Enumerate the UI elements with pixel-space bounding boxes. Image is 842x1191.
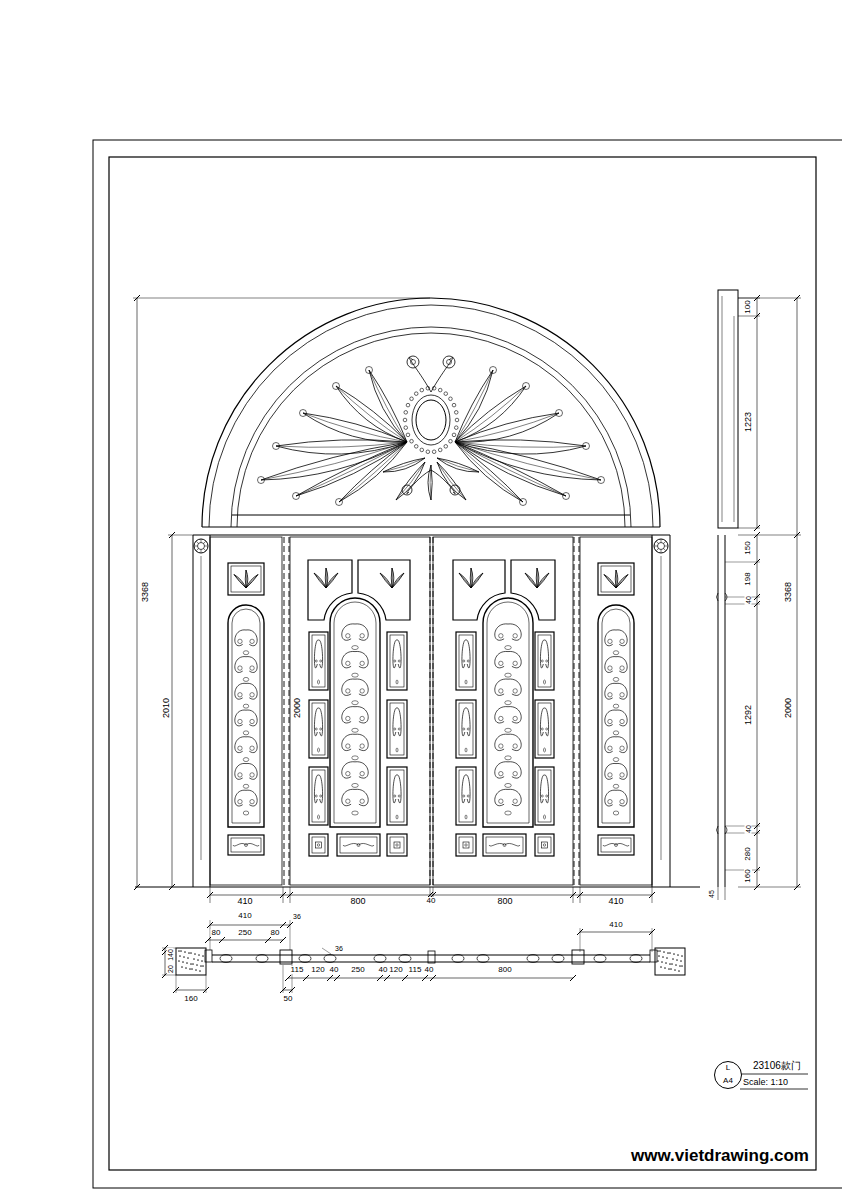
dimension-label: 250 <box>350 966 365 974</box>
dimension-label: 2000 <box>784 697 793 719</box>
dimension-label: 36 <box>334 945 344 952</box>
dimension-label: 120 <box>310 966 325 974</box>
dimension-label: 20 <box>167 964 174 974</box>
dimension-label: 410 <box>608 921 623 929</box>
dimension-label: 250 <box>237 929 252 937</box>
dimension-label: 1223 <box>744 411 753 433</box>
dimension-label: 410 <box>236 897 253 906</box>
watermark: www.vietdrawing.com <box>630 1147 810 1164</box>
dimension-label: 800 <box>497 966 512 974</box>
dimension-label: 198 <box>744 571 752 586</box>
dimension-label: 40 <box>378 966 389 974</box>
dimension-label: 160 <box>183 995 198 1003</box>
dimension-label: 40 <box>424 966 435 974</box>
dimension-label: 50 <box>283 995 294 1003</box>
drawing-title: 23106款门 <box>752 1061 802 1071</box>
dimension-label: 115 <box>290 966 305 974</box>
dimension-label: 800 <box>496 897 513 906</box>
dimension-label: 1292 <box>744 704 753 726</box>
dimension-label: 40 <box>745 595 752 605</box>
line-work <box>93 140 842 1188</box>
dimension-label: 40 <box>745 824 752 834</box>
dimension-label: 280 <box>744 846 752 861</box>
dimension-label: 150 <box>744 540 752 555</box>
dimension-label: 120 <box>388 966 403 974</box>
dimension-label: 410 <box>237 912 252 920</box>
scale-note: Scale: 1:10 <box>742 1078 789 1087</box>
dimension-label: 140 <box>167 948 174 962</box>
sheet-ref: L <box>726 1064 730 1073</box>
dimension-label: 800 <box>349 897 366 906</box>
dimension-label: 3368 <box>141 581 150 603</box>
dimension-label: 100 <box>744 299 752 314</box>
dimension-label: 80 <box>211 929 222 937</box>
dimension-label: 45 <box>708 889 715 899</box>
dimension-label: 115 <box>408 966 423 974</box>
dimension-label: 40 <box>329 966 340 974</box>
dimension-label: 2000 <box>293 697 302 719</box>
title-circle: L A4 <box>714 1061 742 1089</box>
dimension-label: 410 <box>607 897 624 906</box>
dimension-label: 36 <box>292 913 302 920</box>
sheet-ref: A4 <box>723 1077 733 1086</box>
dimension-label: 80 <box>270 929 281 937</box>
dimension-label: 160 <box>744 868 752 883</box>
dimension-label: 3368 <box>784 581 793 603</box>
dimension-label: 2010 <box>162 697 171 719</box>
dimension-label: 40 <box>426 897 437 905</box>
